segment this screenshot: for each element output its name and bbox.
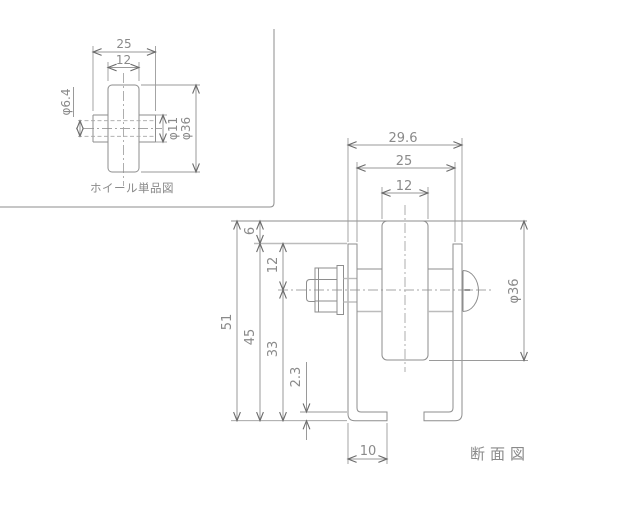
- svg-text:51: 51: [220, 314, 235, 331]
- svg-text:25: 25: [396, 154, 413, 169]
- dim-disc-width: 12: [382, 179, 428, 219]
- dim-foot-width: 10: [348, 423, 387, 464]
- inset-dim-hub-dia: φ11: [166, 117, 180, 140]
- svg-text:45: 45: [243, 329, 258, 346]
- svg-text:12: 12: [266, 257, 281, 274]
- section-title: 断面図: [470, 445, 530, 463]
- inset-wheel-view: 25 12 φ6.4 φ11 φ36 ホイール単品図: [59, 37, 200, 195]
- dim-bracket-width: 29.6: [348, 131, 462, 242]
- axle-bolt-head: [462, 270, 479, 312]
- section-view: 29.6 25 12 φ36 51 6: [220, 131, 530, 464]
- bracket-left-plate: [347, 243, 388, 422]
- inset-disc-outline: [107, 84, 140, 173]
- svg-text:φ36: φ36: [507, 278, 522, 303]
- dim-top-gap: 6: [243, 221, 260, 244]
- svg-text:29.6: 29.6: [389, 131, 418, 146]
- svg-text:2.3: 2.3: [289, 367, 304, 388]
- inset-dim-hub-width: 25: [116, 37, 131, 51]
- wheel-hub-lines: [357, 268, 453, 313]
- inset-hub-outline: [92, 114, 156, 143]
- svg-text:33: 33: [266, 341, 281, 358]
- svg-text:6: 6: [243, 227, 258, 235]
- dim-total-height: 51: [220, 221, 237, 421]
- dim-wheel-dia: φ36: [429, 221, 528, 361]
- inset-dim-outer-dia: φ36: [179, 117, 193, 140]
- inset-dim-bore-dia: φ6.4: [59, 89, 73, 116]
- wheel-disc-outline: [381, 220, 429, 361]
- svg-text:12: 12: [396, 179, 413, 194]
- bracket-right-plate: [423, 243, 463, 422]
- dim-inner-width: 25: [357, 154, 455, 242]
- dim-inner-height: 45: [243, 244, 260, 421]
- dim-axis-to-base: 33: [266, 290, 283, 421]
- inset-title: ホイール単品図: [90, 181, 174, 195]
- inset-dim-disc-width: 12: [116, 53, 131, 67]
- axle-nut: [306, 265, 357, 315]
- dim-axis-depth: 12: [266, 244, 283, 291]
- svg-text:10: 10: [360, 444, 377, 459]
- inset-border: [0, 29, 275, 208]
- dim-plate-thickness: 2.3: [289, 362, 307, 440]
